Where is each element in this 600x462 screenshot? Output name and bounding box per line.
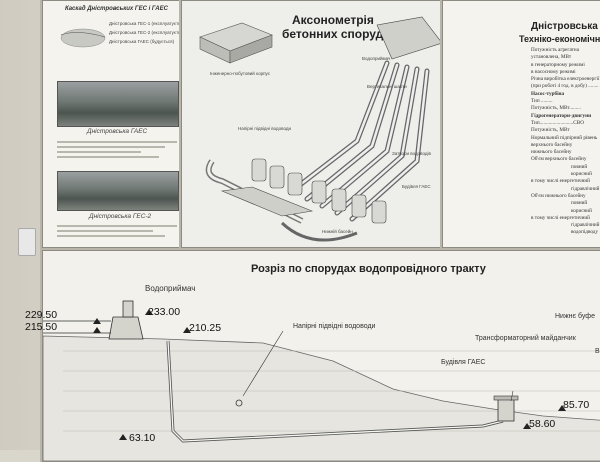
label-transformer: Трансформаторний майданчик <box>475 335 576 342</box>
elevation-63: 63.10 <box>129 432 156 444</box>
photo-gaes <box>57 81 179 127</box>
elevation-210: 210.25 <box>189 322 222 334</box>
spec-line: в тому числі енергетичний <box>531 214 590 221</box>
spec-line: корисний <box>571 207 592 214</box>
spec-line: в тому числі енергетичний <box>531 178 590 185</box>
right-title-line2: Техніко-економічні <box>519 34 600 44</box>
elevation-233: 233.00 <box>148 306 181 318</box>
left-panel: Каскад Дністровських ГЕС і ГАЕС Дністров… <box>42 0 187 248</box>
elevation-85: 85.70 <box>563 399 590 411</box>
spec-line: корисний <box>571 171 592 178</box>
center-title-line1: Аксонометрія <box>292 13 374 27</box>
spec-line: в насосному режимі <box>531 68 576 75</box>
axonometry-drawing <box>199 16 442 242</box>
left-panel-title: Каскад Дністровських ГЕС і ГАЕС <box>65 6 168 12</box>
label-building: Будівля ГАЕС <box>402 184 431 189</box>
section-panel: Розріз по спорудах водопровідного тракту <box>25 250 600 462</box>
elevation-229: 229.50 <box>25 309 58 321</box>
label-shafts: Вертикальні шахти <box>367 84 407 89</box>
spec-line: в генераторному режимі <box>531 61 585 68</box>
elevation-215: 215.50 <box>25 321 58 333</box>
label-lower-basin: Нижнє буфе <box>555 313 595 320</box>
section-title: Розріз по спорудах водопровідного тракту <box>251 263 486 275</box>
section-drawing <box>43 300 600 461</box>
label-pipes: Напірні підвідні водоводи <box>293 323 376 330</box>
spec-line: Тип ......... <box>531 98 553 105</box>
right-panel: Дністровська Техніко-економічні Потужніс… <box>442 0 600 248</box>
spec-line: водопідводу <box>571 229 599 236</box>
spec-line: Тип..........................СВО <box>531 119 584 126</box>
spec-line: Нормальний підпірний рівень <box>531 134 598 141</box>
cascade-map <box>57 21 107 55</box>
label-lower: Нижній басейн <box>322 229 353 234</box>
center-title-line2: бетонних споруд <box>282 27 384 41</box>
poster-clip <box>18 228 36 256</box>
label-admin-building: Інженерно-побутовий корпус <box>210 71 270 76</box>
label-building: Будівля ГАЕС <box>441 359 486 366</box>
gaes-description <box>57 138 177 161</box>
caption-ges2: Дністровська ГЕС-2 <box>89 213 152 220</box>
label-v: В <box>595 348 600 355</box>
label-intake: Водоприймач <box>362 56 391 61</box>
spec-line: гідравлічний <box>571 222 600 229</box>
label-gates: Затвори водоводів <box>392 151 431 156</box>
spec-line: гідравлічний <box>571 185 600 192</box>
spec-line: нижнього басейну <box>531 149 572 156</box>
center-panel: Аксонометрія бетонних споруд <box>181 0 443 248</box>
spec-line: установлена, МВт <box>531 54 572 61</box>
caption-gaes: Дністровська ГАЕС <box>87 128 148 135</box>
legend-item: Дністровська ГЕС-2 (експлуатується) <box>109 30 187 35</box>
ges2-description <box>57 222 177 240</box>
spec-list: Потужність агрегатна установлена, МВт в … <box>531 47 599 237</box>
photo-ges2 <box>57 171 179 211</box>
spec-line: Потужність, МВт <box>531 127 570 134</box>
spec-line: Річна виробітка електроенергії <box>531 76 600 83</box>
spec-line: Потужність агрегатна <box>531 47 579 53</box>
legend-item: Дністровська ГЕС-1 (експлуатується) <box>109 21 187 26</box>
label-pipes: Напірні підвідні водоводи <box>238 126 291 131</box>
spec-line: Потужність, МВт......... <box>531 105 581 112</box>
spec-line: повний <box>571 163 588 170</box>
legend-item: Дністровська ГАЕС (будується) <box>109 39 175 44</box>
spec-line: повний <box>571 200 588 207</box>
legend-list: Дністровська ГЕС-1 (експлуатується) Дніс… <box>109 21 187 44</box>
spec-line: Об'єм нижнього басейну <box>531 192 586 199</box>
elevation-58: 58.60 <box>529 418 556 430</box>
spec-line: верхнього басейну <box>531 141 573 148</box>
spec-heading: Насос-турбіна <box>531 90 565 97</box>
spec-line: Об'єм верхнього басейну <box>531 156 587 163</box>
spec-line: (при роботі 4 год. в добу) ........ <box>531 83 599 90</box>
right-title-line1: Дністровська <box>531 21 598 32</box>
map-icon <box>60 28 106 48</box>
spec-heading: Гідрогенератори-двигуни <box>531 112 592 119</box>
label-intake: Водоприймач <box>145 284 196 293</box>
